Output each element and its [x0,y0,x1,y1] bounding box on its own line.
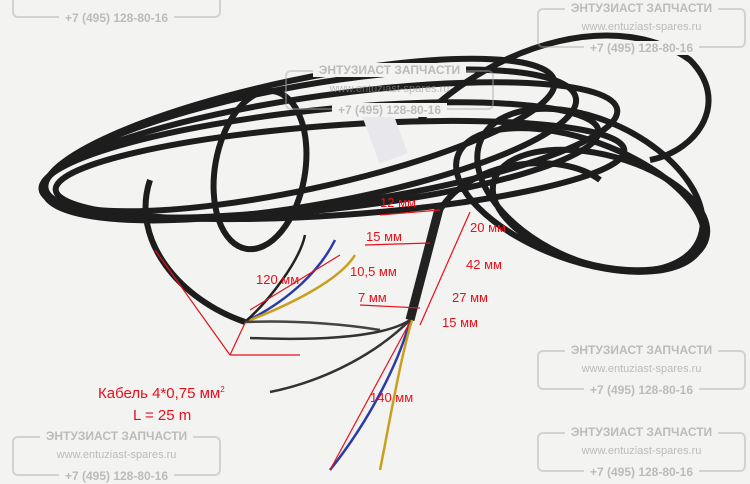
watermark: +7 (495) 128-80-16 [12,0,221,25]
dim-20mm: 20 мм [470,220,506,235]
dim-12mm: 12 мм [380,195,416,210]
dim-10-5mm: 10,5 мм [350,264,397,279]
dim-27mm: 27 мм [452,290,488,305]
dim-15mm-bottom: 15 мм [442,315,478,330]
dim-140mm: 140 мм [370,390,414,405]
dimension-lines [154,209,471,471]
dim-15mm-top: 15 мм [366,229,402,244]
tape-wrap [362,106,408,164]
splice-sleeve [405,203,445,322]
dim-120mm: 120 мм [256,272,300,287]
wires [244,234,414,471]
dim-42mm: 42 мм [466,257,502,272]
cable-length: L = 25 m [133,407,192,424]
dim-7mm: 7 мм [358,290,387,305]
cable-spec: Кабель 4*0,75 мм2 [98,385,225,402]
